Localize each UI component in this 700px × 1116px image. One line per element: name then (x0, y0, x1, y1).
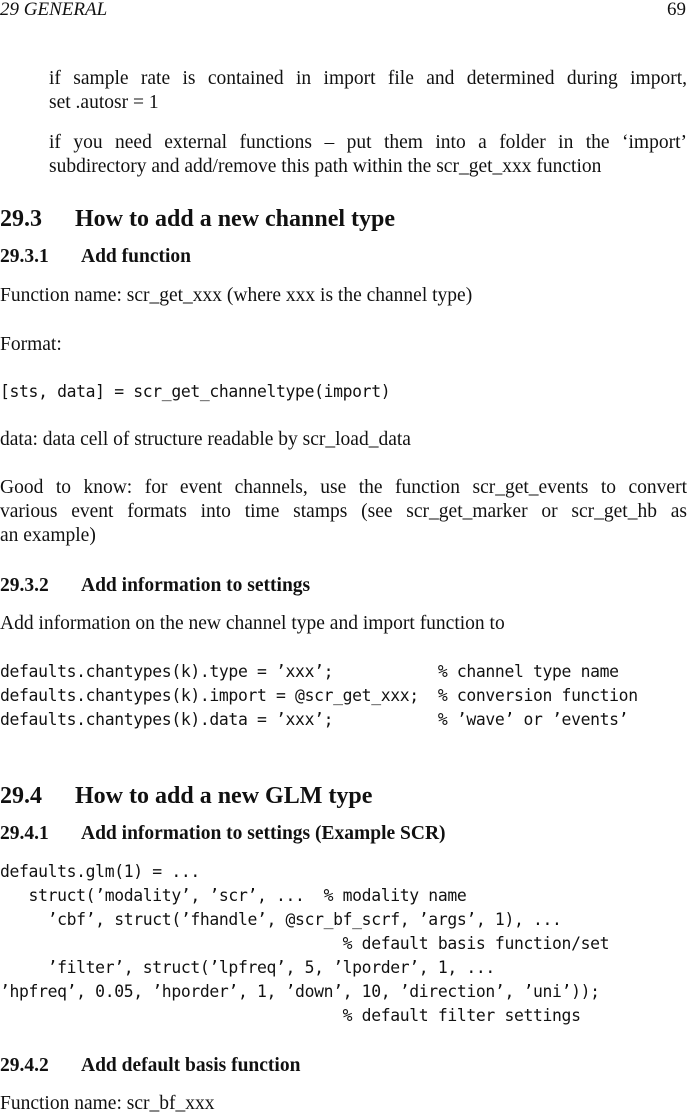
function-name-paragraph: Function name: scr_get_xxx (where xxx is… (0, 285, 473, 306)
subsection-heading-29-4-2: 29.4.2 Add default basis function (0, 1055, 300, 1077)
glm-code-line-5: ’filter’, struct(’lpfreq’, 5, ’lporder’,… (0, 958, 496, 977)
subsection-title: Add function (81, 246, 191, 267)
good-to-know-line-1: Good to know: for event channels, use th… (0, 477, 687, 498)
format-label: Format: (0, 334, 62, 355)
glm-code-line-6: ’hpfreq’, 0.05, ’hporder’, 1, ’down’, 10… (0, 982, 600, 1001)
subsection-number: 29.3.1 (0, 246, 49, 267)
page-number: 69 (667, 0, 686, 20)
subsection-title: Add information to settings (81, 575, 311, 596)
subsection-number: 29.3.2 (0, 575, 49, 596)
intro-item-1-line-2: set .autosr = 1 (49, 92, 159, 113)
glm-code-line-1: defaults.glm(1) = ... (0, 862, 200, 881)
glm-code-line-2: struct(’modality’, ’scr’, ... % modality… (0, 886, 467, 905)
settings-code-line-2: defaults.chantypes(k).import = @scr_get_… (0, 686, 638, 705)
subsection-number: 29.4.1 (0, 823, 49, 844)
glm-code-line-3: ’cbf’, struct(’fhandle’, @scr_bf_scrf, ’… (0, 910, 562, 929)
subsection-title: Add information to settings (Example SCR… (81, 823, 446, 844)
subsection-heading-29-3-1: 29.3.1 Add function (0, 246, 191, 268)
settings-code-line-3: defaults.chantypes(k).data = ’xxx’; % ’w… (0, 710, 629, 729)
subsection-number: 29.4.2 (0, 1055, 49, 1076)
glm-code-line-4: % default basis function/set (0, 934, 610, 953)
intro-item-1-line-1: if sample rate is contained in import fi… (49, 68, 687, 89)
format-code: [sts, data] = scr_get_channeltype(import… (0, 382, 391, 401)
data-description: data: data cell of structure readable by… (0, 429, 411, 450)
good-to-know-line-3: an example) (0, 525, 96, 546)
intro-item-2-line-1: if you need external functions – put the… (49, 132, 687, 153)
section-title: How to add a new channel type (75, 206, 396, 232)
bf-function-name: Function name: scr_bf_xxx (0, 1093, 215, 1114)
good-to-know-line-2: various event formats into time stamps (… (0, 501, 687, 522)
section-title: How to add a new GLM type (75, 783, 373, 809)
subsection-heading-29-4-1: 29.4.1 Add information to settings (Examp… (0, 823, 446, 845)
settings-code-line-1: defaults.chantypes(k).type = ’xxx’; % ch… (0, 662, 619, 681)
section-heading-29-3: 29.3 How to add a new channel type (0, 206, 395, 233)
subsection-title: Add default basis function (81, 1055, 301, 1076)
glm-code-line-7: % default filter settings (0, 1006, 581, 1025)
section-number: 29.4 (0, 783, 42, 809)
section-number: 29.3 (0, 206, 42, 232)
section-heading-29-4: 29.4 How to add a new GLM type (0, 783, 372, 810)
settings-description: Add information on the new channel type … (0, 613, 505, 634)
running-header-chapter: 29 GENERAL (0, 0, 108, 20)
subsection-heading-29-3-2: 29.3.2 Add information to settings (0, 575, 310, 597)
intro-item-2-line-2: subdirectory and add/remove this path wi… (49, 156, 602, 177)
